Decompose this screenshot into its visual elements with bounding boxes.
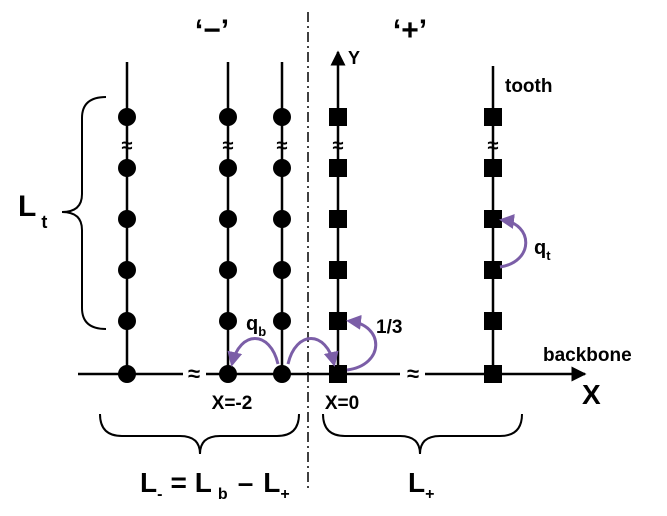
l-plus-label: L+ (408, 467, 434, 503)
x-axis-label: X (582, 379, 601, 410)
minus-region-label: ‘−’ (195, 14, 229, 47)
x-minus-two-label: X=-2 (212, 393, 253, 414)
tooth-gap-symbol: ≈ (223, 135, 234, 157)
tooth-plus-zero: ≈ (329, 108, 347, 383)
q-t-hop-arrow (499, 214, 528, 269)
backbone-label: backbone (543, 345, 632, 366)
backbone-gap-symbol-right: ≈ (407, 361, 419, 386)
q-t-label: qt (534, 237, 551, 263)
tooth-minus-one: ≈ (273, 62, 291, 383)
l-minus-brace (99, 413, 300, 455)
q-b-label: qb (246, 313, 266, 339)
one-third-label: 1/3 (376, 317, 402, 338)
tooth-label: tooth (505, 76, 552, 97)
backbone-gap-symbol-left: ≈ (188, 361, 200, 386)
tooth-gap-symbol: ≈ (277, 135, 288, 157)
y-axis-label: Y (348, 48, 360, 68)
tooth-minus-two: ≈ (219, 62, 237, 383)
l-plus-brace (322, 413, 523, 455)
one-third-hop-arrow (346, 314, 378, 372)
tooth-minus-far: ≈ (118, 62, 136, 383)
q-b-hop-arrow (227, 337, 280, 367)
tooth-gap-symbol: ≈ (333, 135, 344, 157)
x-zero-label: X=0 (325, 393, 359, 414)
tooth-plus-far: ≈ (484, 66, 502, 383)
tooth-gap-symbol: ≈ (122, 135, 133, 157)
l-t-brace (61, 96, 107, 330)
hop-arrow-to-origin (286, 337, 339, 367)
tooth-gap-symbol: ≈ (488, 135, 499, 157)
plus-region-label: ‘+’ (393, 14, 427, 47)
